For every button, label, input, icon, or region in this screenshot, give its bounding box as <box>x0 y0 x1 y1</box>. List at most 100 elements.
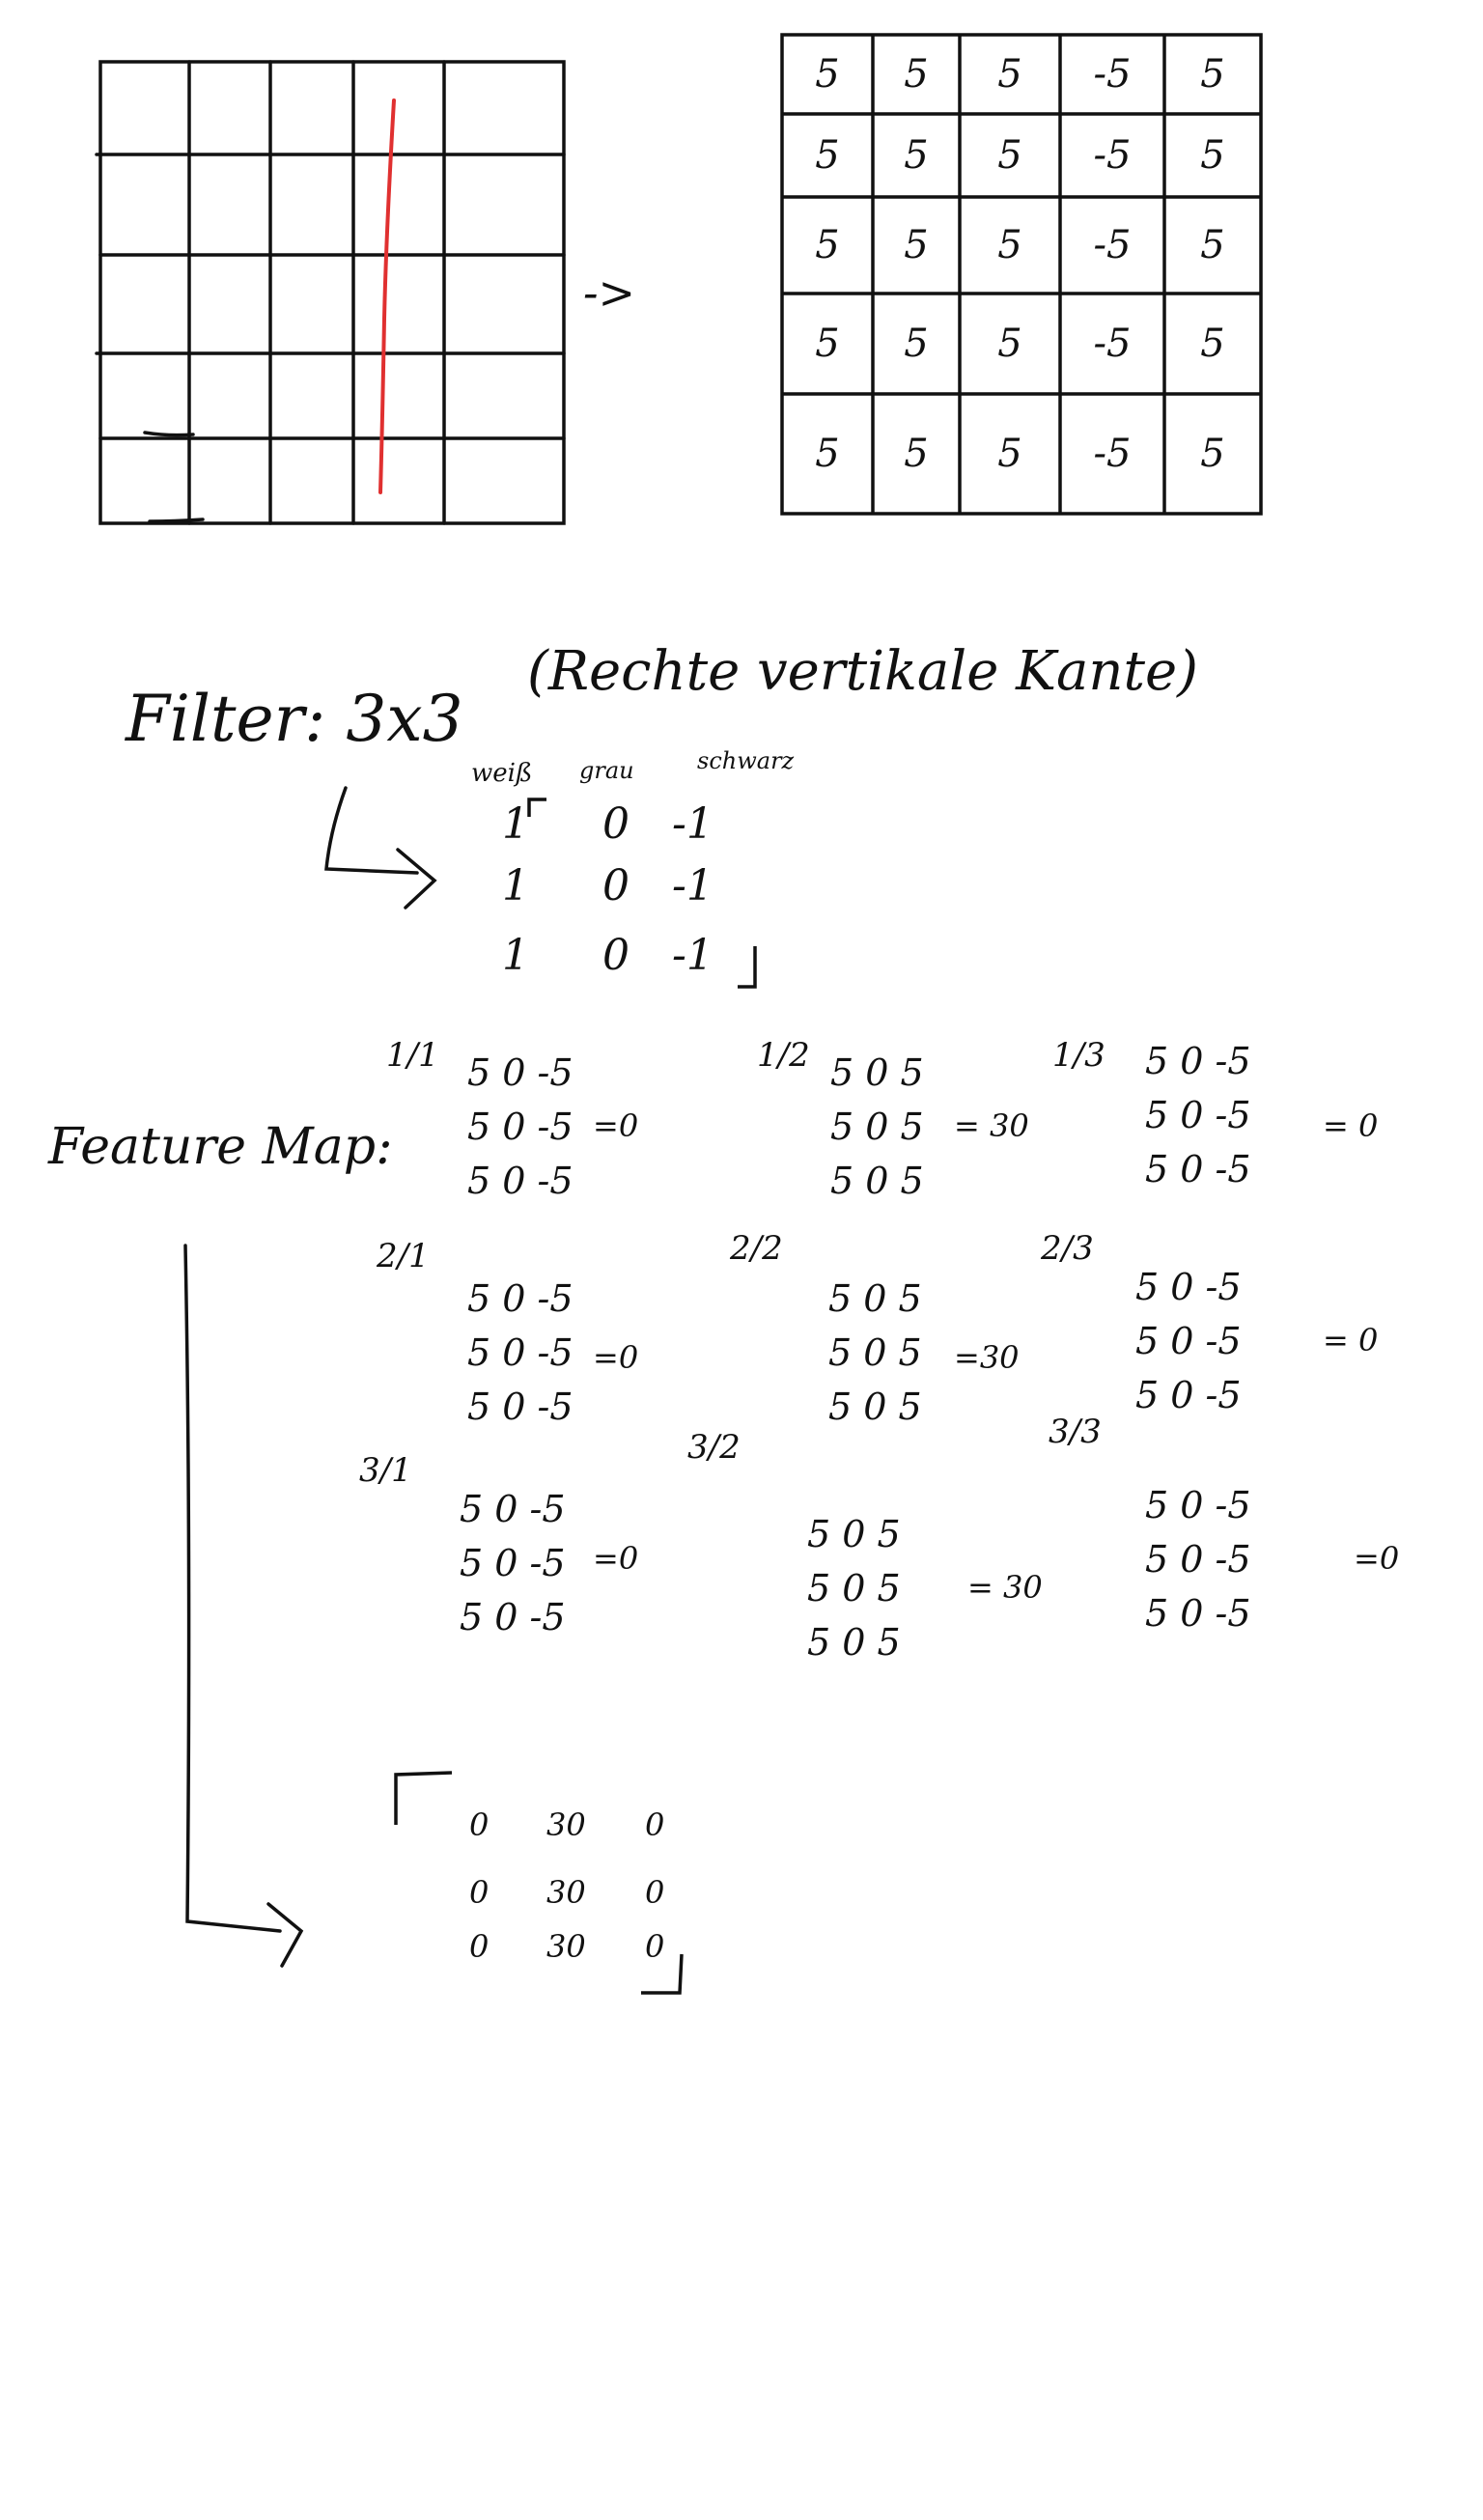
grid-cell: 5 <box>904 432 929 476</box>
result-value: 0 <box>469 1874 490 1911</box>
grid-cell: 5 <box>904 52 929 97</box>
filter-value: 1 <box>502 931 529 980</box>
filter-value: 0 <box>602 799 630 849</box>
filter-value: -1 <box>672 931 714 980</box>
grid-cell: -5 <box>1093 322 1132 366</box>
feature-map-calc-row: 5 0 5 <box>807 1513 901 1555</box>
feature-map-position-label: 1/2 <box>757 1036 810 1075</box>
feature-map-calc-result: = 30 <box>967 1569 1043 1606</box>
filter-value: -1 <box>672 861 714 910</box>
feature-map-calc-result: = 30 <box>954 1107 1029 1144</box>
grid-cell: 5 <box>904 223 929 267</box>
result-value: 0 <box>469 1806 490 1843</box>
grid-cell: 5 <box>815 322 840 366</box>
result-bracket-left-icon <box>394 1771 453 1825</box>
feature-map-position-label: 2/1 <box>377 1237 430 1275</box>
feature-map-calc-row: 5 0 5 <box>830 1106 924 1148</box>
feature-map-calc-row: 5 0 5 <box>807 1621 901 1664</box>
grid-cell: 5 <box>815 432 840 476</box>
feature-map-calc-row: 5 0 -5 <box>1135 1374 1242 1416</box>
input-to-grid-arrow: -> <box>583 266 636 319</box>
feature-map-position-label: 3/3 <box>1049 1413 1102 1451</box>
feature-map-position-label: 2/2 <box>730 1229 783 1268</box>
feature-map-calc-result: = 0 <box>1323 1107 1379 1144</box>
grid-cell: 5 <box>815 223 840 267</box>
filter-column-label-white: weiß <box>471 759 533 788</box>
grid-cell: 5 <box>997 322 1022 366</box>
feature-map-calc-result: =0 <box>593 1540 639 1577</box>
feature-map-calc-row: 5 0 5 <box>830 1051 924 1094</box>
grid-cell: 5 <box>904 133 929 178</box>
feature-map-heading: Feature Map: <box>48 1118 393 1176</box>
filter-description: (Rechte vertikale Kante) <box>527 640 1198 703</box>
feature-map-calc-result: =0 <box>593 1339 639 1376</box>
feature-map-position-label: 1/3 <box>1052 1036 1105 1075</box>
feature-map-calc-row: 5 0 -5 <box>1135 1266 1242 1308</box>
filter-column-label-black: schwarz <box>697 747 795 774</box>
value-grid <box>780 33 1263 516</box>
red-vertical-edge-line <box>378 98 396 494</box>
feature-map-calc-row: 5 0 5 <box>830 1160 924 1202</box>
result-bracket-right-icon <box>641 1953 684 1995</box>
filter-bracket-right-icon <box>738 946 757 989</box>
feature-map-calc-row: 5 0 -5 <box>467 1331 574 1374</box>
feature-map-calc-row: 5 0 -5 <box>1145 1040 1251 1082</box>
filter-column-label-gray: grau <box>579 757 634 784</box>
result-value: 0 <box>469 1928 490 1965</box>
grid-cell: -5 <box>1093 223 1132 267</box>
feature-map-calc-row: 5 0 -5 <box>1145 1592 1251 1635</box>
grid-cell: 5 <box>1200 322 1225 366</box>
grid-cell: -5 <box>1093 52 1132 97</box>
feature-map-calc-row: 5 0 -5 <box>467 1160 574 1202</box>
feature-map-calc-row: 5 0 -5 <box>467 1277 574 1320</box>
filter-value: 1 <box>502 799 529 849</box>
result-value: 30 <box>546 1806 586 1843</box>
feature-map-calc-row: 5 0 -5 <box>460 1488 566 1530</box>
arrow-to-filter-icon <box>324 786 437 910</box>
result-value: 0 <box>645 1874 665 1911</box>
feature-map-calc-result: =0 <box>593 1107 639 1144</box>
grid-cell: 5 <box>997 133 1022 178</box>
feature-map-calc-row: 5 0 5 <box>828 1386 922 1428</box>
grid-cell: -5 <box>1093 432 1132 476</box>
grid-cell: 5 <box>997 432 1022 476</box>
filter-value: 0 <box>602 861 630 910</box>
result-value: 0 <box>645 1928 665 1965</box>
grid-cell: 5 <box>1200 223 1225 267</box>
grid-cell: 5 <box>1200 432 1225 476</box>
feature-map-calc-row: 5 0 5 <box>828 1331 922 1374</box>
feature-map-calc-row: 5 0 -5 <box>1145 1148 1251 1190</box>
feature-map-calc-row: 5 0 5 <box>828 1277 922 1320</box>
result-value: 30 <box>546 1928 586 1965</box>
grid-cell: 5 <box>997 52 1022 97</box>
feature-map-calc-row: 5 0 -5 <box>460 1596 566 1638</box>
feature-map-position-label: 3/1 <box>359 1451 412 1490</box>
grid-cell: 5 <box>904 322 929 366</box>
filter-bracket-left-icon <box>527 798 546 817</box>
grid-cell: 5 <box>815 52 840 97</box>
feature-map-calc-row: 5 0 -5 <box>1135 1320 1242 1362</box>
grid-cell: 5 <box>1200 133 1225 178</box>
grid-cell: 5 <box>997 223 1022 267</box>
feature-map-position-label: 3/2 <box>687 1428 741 1467</box>
input-image-grid <box>95 60 566 525</box>
feature-map-position-label: 1/1 <box>386 1036 439 1075</box>
feature-map-calc-result: = 0 <box>1323 1322 1379 1358</box>
feature-map-calc-row: 5 0 -5 <box>1145 1484 1251 1526</box>
grid-cell: -5 <box>1093 133 1132 178</box>
result-value: 30 <box>546 1874 586 1911</box>
feature-map-position-label: 2/3 <box>1041 1229 1094 1268</box>
feature-map-calc-result: =30 <box>954 1339 1020 1376</box>
feature-map-calc-row: 5 0 5 <box>807 1567 901 1610</box>
feature-map-calc-row: 5 0 -5 <box>1145 1538 1251 1581</box>
feature-map-calc-row: 5 0 -5 <box>467 1051 574 1094</box>
feature-map-calc-result: =0 <box>1354 1540 1400 1577</box>
feature-map-calc-row: 5 0 -5 <box>1145 1094 1251 1136</box>
filter-value: 0 <box>602 931 630 980</box>
filter-value: 1 <box>502 861 529 910</box>
result-value: 0 <box>645 1806 665 1843</box>
filter-heading: Filter: 3x3 <box>126 682 463 756</box>
feature-map-calc-row: 5 0 -5 <box>467 1386 574 1428</box>
grid-cell: 5 <box>815 133 840 178</box>
